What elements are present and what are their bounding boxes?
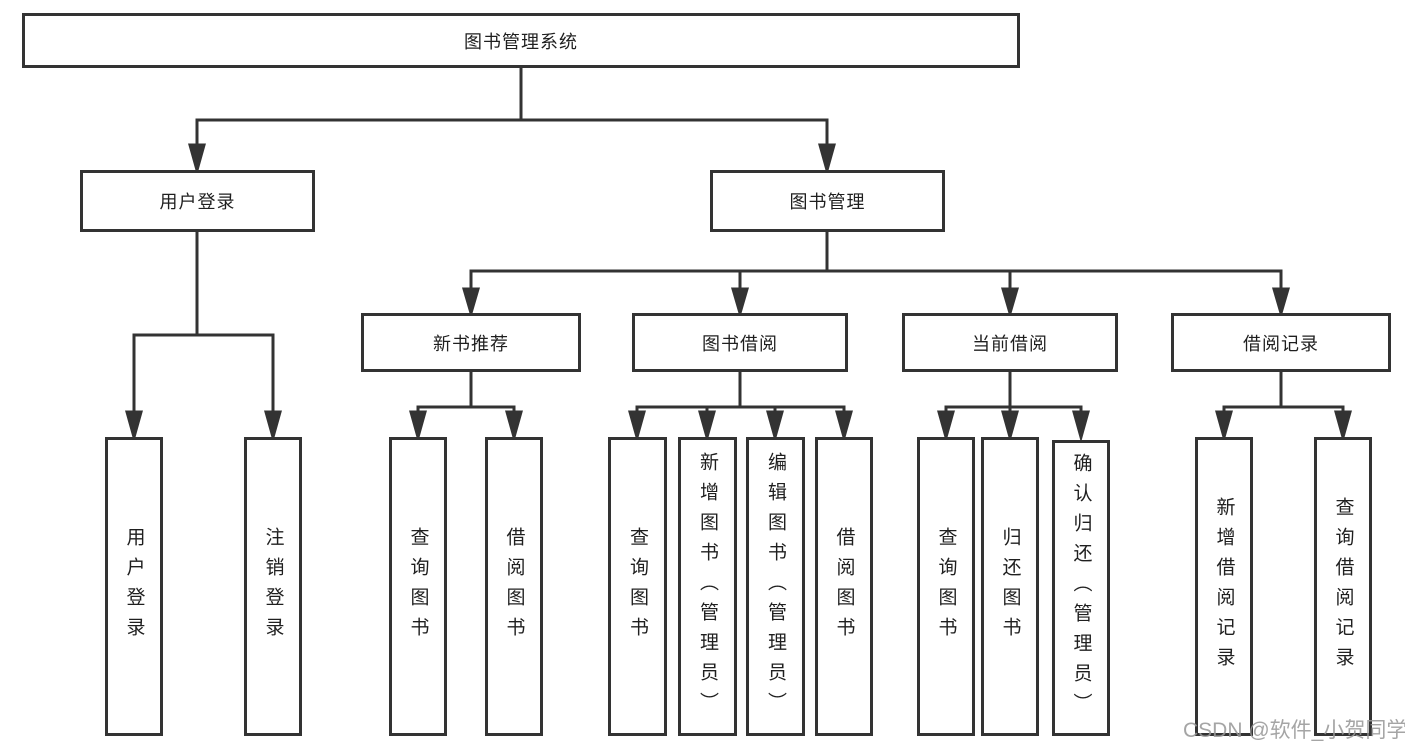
leaf-query-books-3-label: 查询图书	[935, 526, 957, 647]
leaf-borrow-books-1-label: 借阅图书	[503, 526, 525, 647]
node-root-system-label: 图书管理系统	[464, 31, 578, 52]
leaf-query-books-3: 查询图书	[917, 437, 975, 736]
connector-root-to-level2	[188, 68, 836, 176]
node-new-book-recommend: 新书推荐	[361, 313, 581, 372]
leaf-query-books-2-label: 查询图书	[627, 526, 648, 647]
leaf-add-borrow-record: 新增借阅记录	[1195, 437, 1253, 736]
connector-book-borrow-to-leaves	[628, 372, 853, 443]
leaf-edit-book-admin-label: 编辑图书（管理员）	[765, 451, 786, 722]
leaf-query-books-1-label: 查询图书	[407, 526, 429, 647]
connector-user-login-to-leaves	[125, 232, 282, 443]
leaf-query-borrow-record: 查询借阅记录	[1314, 437, 1372, 736]
leaf-borrow-books-2-label: 借阅图书	[833, 526, 855, 647]
node-book-management-label: 图书管理	[789, 192, 866, 212]
leaf-logout-label: 注销登录	[262, 526, 284, 647]
node-user-login: 用户登录	[80, 170, 315, 232]
node-book-borrow-label: 图书借阅	[702, 333, 778, 354]
leaf-return-book-label: 归还图书	[999, 526, 1021, 647]
node-current-borrow: 当前借阅	[902, 313, 1118, 372]
leaf-add-book-admin-label: 新增图书（管理员）	[697, 451, 718, 722]
leaf-query-books-2: 查询图书	[608, 437, 667, 736]
leaf-add-book-admin: 新增图书（管理员）	[678, 437, 737, 736]
connector-borrow-records-to-leaves	[1215, 372, 1352, 443]
leaf-add-borrow-record-label: 新增借阅记录	[1213, 496, 1235, 677]
node-current-borrow-label: 当前借阅	[972, 333, 1048, 354]
node-book-management: 图书管理	[710, 170, 945, 232]
leaf-logout: 注销登录	[244, 437, 302, 736]
node-new-book-recommend-label: 新书推荐	[433, 333, 509, 354]
node-root-system: 图书管理系统	[22, 13, 1020, 68]
node-user-login-label: 用户登录	[159, 192, 236, 212]
leaf-borrow-books-2: 借阅图书	[815, 437, 873, 736]
connector-new-book-to-leaves	[409, 372, 523, 443]
leaf-return-book: 归还图书	[981, 437, 1039, 736]
connector-current-borrow-to-leaves	[937, 372, 1090, 443]
connector-book-mgmt-to-level3	[462, 232, 1290, 319]
leaf-borrow-books-1: 借阅图书	[485, 437, 543, 736]
leaf-user-login: 用户登录	[105, 437, 163, 736]
leaf-query-books-1: 查询图书	[389, 437, 447, 736]
csdn-watermark: CSDN @软件_小贺同学	[1183, 719, 1405, 742]
node-book-borrow: 图书借阅	[632, 313, 848, 372]
leaf-edit-book-admin: 编辑图书（管理员）	[746, 437, 805, 736]
node-borrow-records-label: 借阅记录	[1243, 333, 1319, 354]
node-borrow-records: 借阅记录	[1171, 313, 1391, 372]
leaf-confirm-return-admin: 确认归还（管理员）	[1052, 440, 1110, 736]
leaf-query-borrow-record-label: 查询借阅记录	[1332, 496, 1354, 677]
leaf-user-login-label: 用户登录	[123, 526, 145, 647]
leaf-confirm-return-admin-label: 确认归还（管理员）	[1070, 453, 1092, 723]
